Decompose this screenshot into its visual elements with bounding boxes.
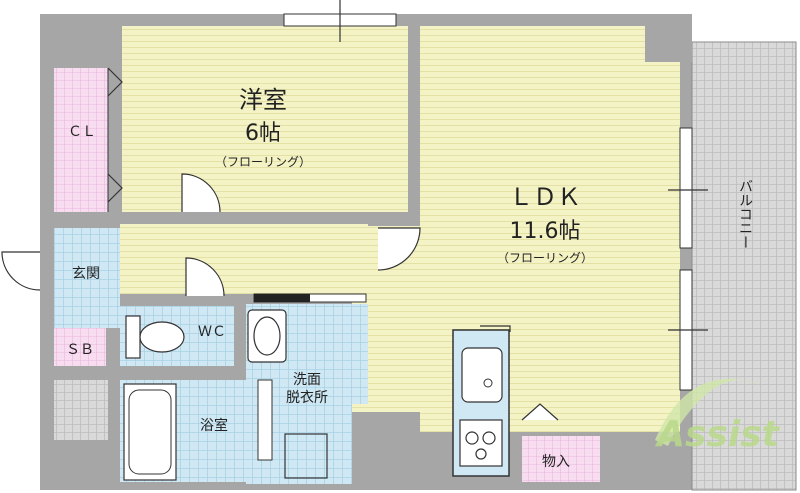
balcony-area (691, 41, 797, 491)
hallway-floor-inner (120, 224, 140, 294)
storage-label: 物入 (542, 454, 570, 470)
western-room-floor (122, 26, 408, 212)
shoebox-area (54, 328, 106, 366)
ldk-name: ＬＤＫ (509, 183, 581, 211)
toilet-tank (125, 315, 141, 359)
burner-left-icon (465, 431, 479, 445)
burner-small-icon (475, 448, 487, 460)
closet-door (107, 67, 123, 203)
entrance-label: 玄関 (72, 265, 100, 282)
ldk-floor-type: （フローリング） (497, 251, 593, 265)
hall-window-dark (254, 294, 310, 302)
balcony-label: バルコニー (737, 179, 753, 249)
western-room-name: 洋室 (239, 86, 287, 114)
wc-label: ＷＣ (198, 324, 226, 340)
bath-label: 浴室 (200, 417, 228, 434)
western-door-arc (181, 173, 221, 213)
ldk-size: 11.6帖 (510, 219, 581, 244)
washer-pan (284, 433, 328, 479)
washbasin-bowl-icon (253, 316, 281, 356)
balcony-window-upper (679, 127, 693, 249)
ldk-corner-pillar (645, 14, 692, 62)
watermark-text: Assist (654, 414, 780, 455)
western-room-floor: （フローリング） (215, 155, 311, 169)
ldk-floor (420, 26, 645, 62)
ldk-door-arc (377, 227, 421, 271)
washroom-label-2: 脱衣所 (286, 390, 328, 406)
sink-drain-icon (483, 378, 493, 388)
storage-floor (522, 436, 600, 482)
bathtub (123, 383, 177, 481)
bath-door (257, 379, 273, 461)
burner-right-icon (482, 431, 496, 445)
washroom-label-1: 洗面 (293, 372, 321, 388)
lower-left-block (54, 380, 108, 440)
closet-label: ＣＬ (68, 124, 96, 140)
storage-door-arc (521, 403, 559, 421)
entrance-floor (54, 228, 120, 328)
watermark-swoosh-icon (655, 379, 760, 446)
entrance-door-arc (1, 251, 41, 291)
fridge-space (480, 325, 511, 332)
shoebox-label: ＳＢ (66, 342, 94, 358)
closet-floor (54, 68, 108, 212)
bathtub-inner (128, 389, 172, 475)
stove (459, 419, 503, 467)
hallway-floor (134, 224, 368, 294)
wc-door-arc (185, 257, 225, 297)
toilet-bowl-icon (139, 321, 185, 353)
western-room-size: 6帖 (245, 121, 281, 146)
kitchen-sink (461, 347, 503, 403)
